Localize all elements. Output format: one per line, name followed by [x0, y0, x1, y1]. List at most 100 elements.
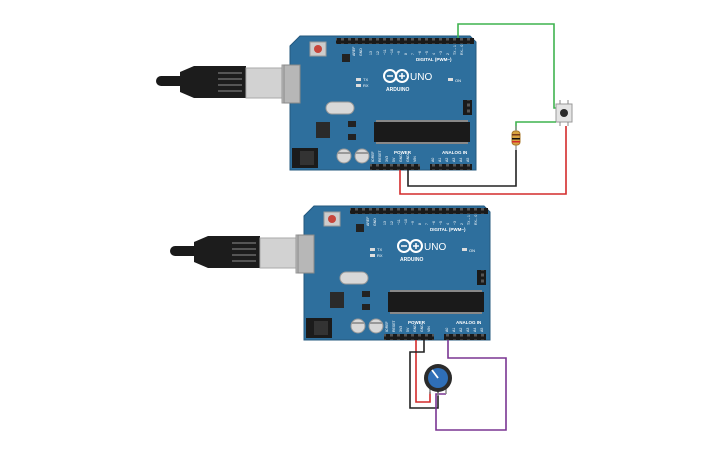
- model-label: UNO: [410, 72, 432, 83]
- power-pin-label: 5V: [406, 327, 410, 332]
- analog-header[interactable]: [444, 334, 486, 340]
- usb-cable-icon[interactable]: [170, 234, 309, 274]
- analog-header-label: ANALOG IN: [442, 150, 467, 155]
- digital-pin-label: ~10: [390, 49, 394, 55]
- digital-pin-label: 2: [446, 53, 450, 55]
- digital-pin-label: ~5: [439, 221, 443, 225]
- aref-label: AREF: [352, 47, 356, 56]
- gnd-label: GND: [359, 48, 363, 56]
- rx-label: RX: [363, 83, 369, 88]
- analog-pin-label: A3: [466, 328, 470, 332]
- wire-green-2[interactable]: [515, 121, 556, 130]
- digital-pin-label: ~3: [439, 51, 443, 55]
- brand-label: ARDUINO: [386, 87, 409, 93]
- pushbutton-icon[interactable]: [555, 100, 573, 126]
- digital-pin-label: RX←0: [474, 215, 478, 225]
- digital-pin-label: ~11: [383, 49, 387, 55]
- power-pin-label: IOREF: [385, 321, 389, 332]
- wire-red[interactable]: [399, 126, 567, 195]
- analog-pin-label: A5: [466, 158, 470, 162]
- power-pin-label: GND: [406, 154, 410, 162]
- tx-label: TX: [377, 247, 382, 252]
- analog-pin-label: A1: [452, 328, 456, 332]
- power-header[interactable]: [370, 164, 420, 170]
- digital-pin-label: TX→1: [453, 45, 457, 55]
- power-pin-label: GND: [413, 324, 417, 332]
- digital-header[interactable]: [336, 38, 474, 44]
- analog-pin-label: A2: [445, 158, 449, 162]
- wire-black[interactable]: [409, 340, 439, 409]
- digital-pin-label: 12: [390, 221, 394, 225]
- digital-pin-label: ~6: [432, 221, 436, 225]
- rx-label: RX: [377, 253, 383, 258]
- analog-pin-label: A4: [459, 158, 463, 162]
- digital-pin-label: ~6: [418, 51, 422, 55]
- arduino-logo: [383, 69, 409, 83]
- power-header-label: POWER: [394, 150, 412, 155]
- digital-pin-label: 12: [376, 51, 380, 55]
- analog-pin-label: A2: [459, 328, 463, 332]
- arduino-board-1[interactable]: ARDUINO UNO TX RX ON DIGITAL (PWM~) GND …: [156, 35, 477, 171]
- digital-pin-label: 2: [460, 223, 464, 225]
- analog-header-label: ANALOG IN: [456, 320, 481, 325]
- digital-pin-label: 7: [411, 53, 415, 55]
- power-pin-label: RESET: [392, 319, 396, 332]
- digital-pin-label: RX←0: [460, 45, 464, 55]
- analog-header[interactable]: [430, 164, 472, 170]
- digital-pin-label: 7: [425, 223, 429, 225]
- digital-pin-label: ~9: [397, 51, 401, 55]
- arduino-board-2[interactable]: ARDUINO UNO TX RX ON DIGITAL (PWM~) GND …: [170, 205, 491, 341]
- analog-pin-label: A0: [445, 328, 449, 332]
- power-pin-label: 3V3: [399, 326, 403, 332]
- brand-label: ARDUINO: [400, 257, 423, 263]
- analog-pin-label: A4: [473, 328, 477, 332]
- digital-pin-label: 13: [369, 51, 373, 55]
- gnd-label: GND: [373, 218, 377, 226]
- power-pin-label: VIN: [427, 326, 431, 332]
- on-label: ON: [469, 248, 475, 253]
- analog-pin-label: A0: [431, 158, 435, 162]
- atmega-chip: [388, 292, 484, 312]
- potentiometer-icon[interactable]: [424, 364, 452, 396]
- arduino-logo: [397, 239, 423, 253]
- power-header[interactable]: [384, 334, 434, 340]
- digital-pin-label: 8: [418, 223, 422, 225]
- tx-label: TX: [363, 77, 368, 82]
- digital-pin-label: ~9: [411, 221, 415, 225]
- analog-pin-label: A5: [480, 328, 484, 332]
- on-label: ON: [455, 78, 461, 83]
- wire-red[interactable]: [415, 340, 431, 403]
- power-pin-label: VIN: [413, 156, 417, 162]
- digital-pin-label: 4: [432, 53, 436, 55]
- digital-pin-label: ~5: [425, 51, 429, 55]
- resistor-icon[interactable]: [511, 126, 521, 150]
- digital-header-label: DIGITAL (PWM~): [416, 57, 452, 62]
- atmega-chip: [374, 122, 470, 142]
- power-pin-label: GND: [420, 324, 424, 332]
- digital-pin-label: 13: [383, 221, 387, 225]
- digital-pin-label: 8: [404, 53, 408, 55]
- wire-black[interactable]: [407, 150, 517, 187]
- wire-purple[interactable]: [435, 340, 507, 431]
- digital-pin-label: ~10: [404, 219, 408, 225]
- power-header-label: POWER: [408, 320, 426, 325]
- power-pin-label: 5V: [392, 157, 396, 162]
- usb-cable-icon[interactable]: [156, 64, 295, 104]
- power-pin-label: GND: [399, 154, 403, 162]
- digital-header[interactable]: [350, 208, 488, 214]
- digital-pin-label: TX→1: [467, 215, 471, 225]
- digital-pin-label: ~11: [397, 219, 401, 225]
- aref-label: AREF: [366, 217, 370, 226]
- digital-pin-label: 4: [446, 223, 450, 225]
- analog-pin-label: A3: [452, 158, 456, 162]
- digital-pin-label: ~3: [453, 221, 457, 225]
- power-pin-label: RESET: [378, 149, 382, 162]
- analog-pin-label: A1: [438, 158, 442, 162]
